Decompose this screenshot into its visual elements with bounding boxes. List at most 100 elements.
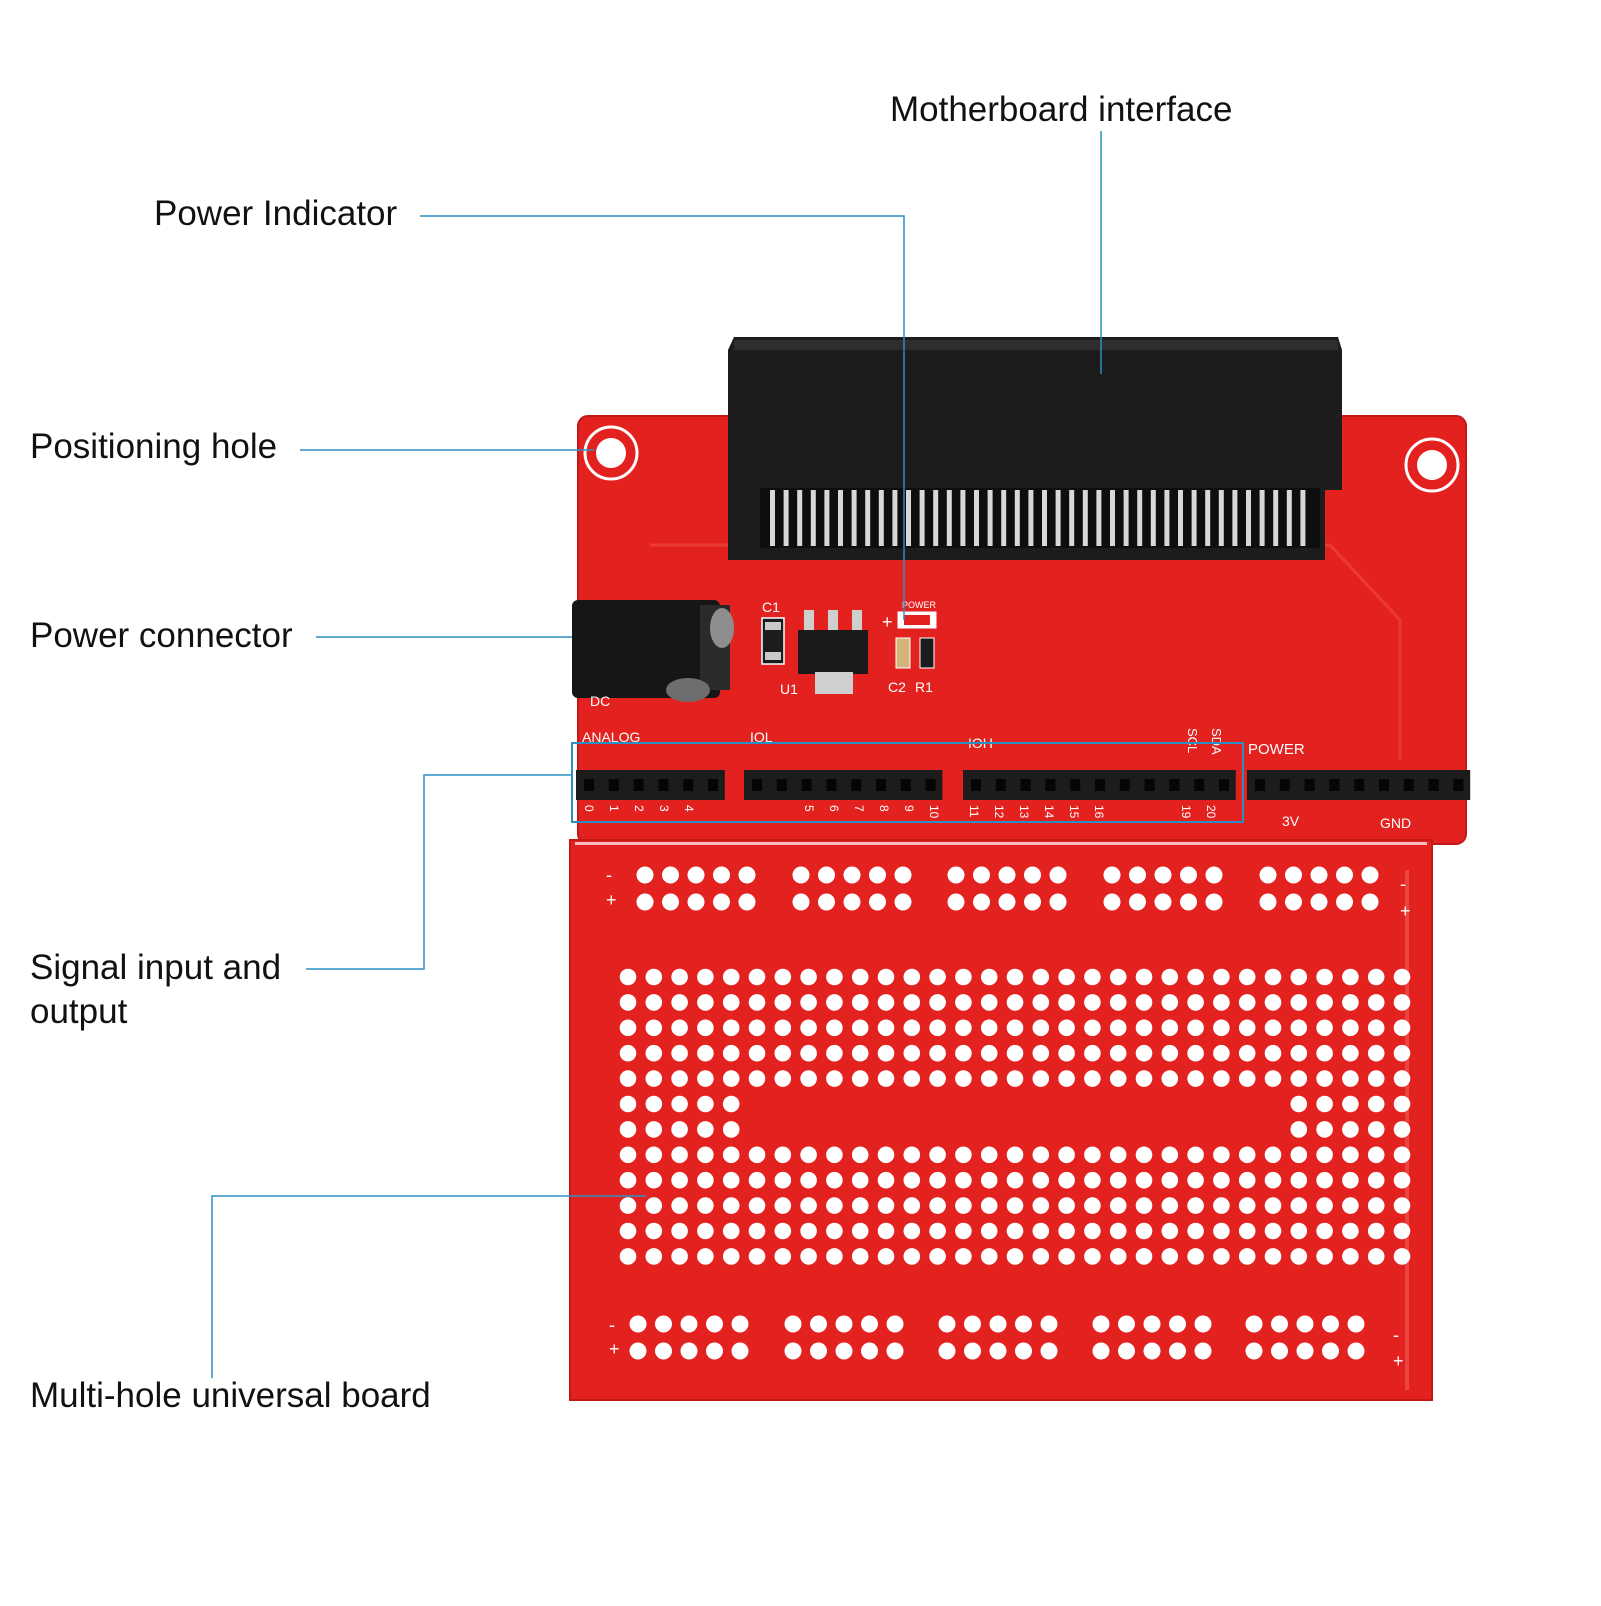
grid-hole [1135,1222,1153,1240]
grid-hole [1316,1146,1333,1164]
header-socket [971,779,981,791]
grid-hole [1238,1222,1256,1240]
rail-hole [1347,1315,1365,1333]
connector-pin [865,490,871,546]
grid-hole [877,1146,895,1164]
rail-hole [818,866,835,884]
rail-hole [1049,866,1067,884]
grid-hole [1084,1044,1101,1062]
rail-hole [869,866,886,884]
grid-hole [1213,1070,1230,1087]
grid-hole [955,1171,972,1189]
grid-hole [748,1197,766,1214]
rail-hole [636,893,654,911]
rail-hole [1180,866,1197,884]
grid-hole [1161,1248,1179,1265]
rail-hole [792,893,810,911]
grid-hole [722,1070,740,1087]
grid-hole [774,1044,792,1062]
grid-hole [1006,968,1024,986]
grid-hole [748,1019,766,1037]
analog-label: ANALOG [582,729,640,745]
grid-hole [722,1248,740,1265]
grid-hole [800,1044,817,1062]
grid-hole [1367,1070,1385,1087]
rail-hole [1154,893,1172,911]
rail-hole [1024,893,1041,911]
connector-pin [1218,490,1224,546]
connector-pin [1096,490,1102,546]
grid-hole [671,1222,688,1240]
rail-hole [835,1315,853,1333]
grid-hole [1058,968,1075,986]
connector-pin [946,490,952,546]
connector-pin [1082,490,1088,546]
connector-pin [1150,490,1156,546]
grid-hole [1084,1019,1101,1037]
grid-hole [1264,968,1282,986]
power-led-label: POWER [902,600,937,610]
grid-hole [722,968,740,986]
connector-pin [878,490,884,546]
pin-number: 2 [632,805,646,812]
grid-hole [903,1146,921,1164]
grid-hole [1238,1146,1256,1164]
grid-hole [1393,1121,1411,1138]
rail-hole [680,1315,698,1333]
grid-hole [1161,1019,1179,1037]
grid-hole [774,1248,792,1265]
rail-hole [1180,893,1197,911]
grid-hole [1238,994,1256,1011]
grid-hole [1264,1070,1282,1087]
grid-hole [1135,1019,1153,1037]
connector-pin [960,490,966,546]
grid-hole [1367,1146,1385,1164]
grid-hole [1342,968,1359,986]
grid-hole [645,1095,663,1113]
grid-hole [774,1019,792,1037]
positioning-hole-right [1404,437,1460,493]
grid-hole [1084,1146,1101,1164]
positioning-hole-callout: Positioning hole [30,427,278,466]
grid-hole [1135,1146,1153,1164]
rail-hole [973,866,990,884]
power-connector-callout: Power connector [30,616,293,655]
grid-hole [1032,1197,1050,1214]
grid-hole [1213,1171,1230,1189]
grid-hole [722,1044,740,1062]
power-indicator-callout: Power Indicator [154,194,398,233]
grid-hole [1316,1019,1333,1037]
rail-hole [1154,866,1172,884]
grid-hole [619,1248,637,1265]
grid-hole [774,1197,792,1214]
rail-hole [1092,1342,1110,1360]
grid-hole [697,1171,714,1189]
rail-plus-label: + [1393,1351,1404,1371]
rail-hole [1245,1315,1263,1333]
grid-hole [1367,1044,1385,1062]
grid-hole [1367,1171,1385,1189]
grid-hole [1290,1222,1308,1240]
grid-hole [1342,994,1359,1011]
header-socket [752,779,762,791]
grid-hole [1109,1146,1127,1164]
rail-hole [662,866,679,884]
rail-hole [1259,866,1277,884]
grid-hole [1367,1197,1385,1214]
grid-hole [1109,1248,1127,1265]
connector-pin [783,490,789,546]
grid-hole [903,994,921,1011]
rail-hole [1361,893,1379,911]
grid-hole [774,994,792,1011]
connector-pin [906,490,911,546]
grid-hole [1187,1146,1204,1164]
grid-hole [722,994,740,1011]
header-socket [851,779,862,791]
grid-hole [1084,1070,1101,1087]
grid-hole [1393,994,1411,1011]
grid-hole [929,1222,946,1240]
grid-hole [877,994,895,1011]
grid-hole [980,1044,998,1062]
grid-hole [1187,1044,1204,1062]
rail-hole [1129,866,1146,884]
